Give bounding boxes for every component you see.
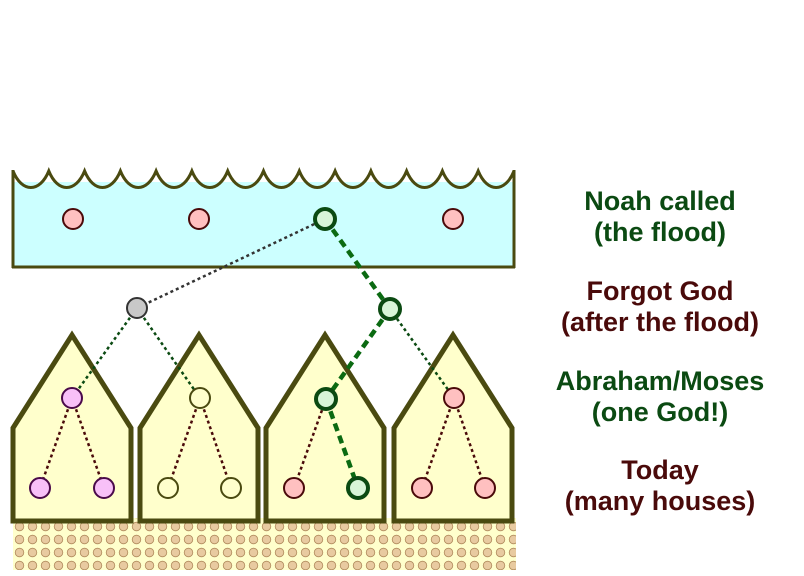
wavy-water-icon	[11, 167, 516, 189]
label-abraham-line1: Abraham/Moses	[555, 366, 765, 396]
house-icon	[137, 330, 261, 524]
connector-green-green	[324, 307, 392, 401]
house-icon	[391, 330, 515, 524]
connector-gray-magenta	[70, 307, 139, 399]
dotted-ground-icon	[13, 518, 516, 570]
ground	[13, 518, 516, 570]
node-forgot-gray	[126, 297, 148, 319]
node-abraham-4	[443, 387, 465, 409]
node-flood-2	[188, 208, 210, 230]
connectors	[38, 217, 487, 489]
connector-h2-left	[166, 397, 202, 489]
connector-h1-right	[70, 397, 106, 489]
connector-h4-left	[420, 397, 456, 489]
connector-h2-right	[198, 397, 233, 489]
connector-h4-right	[452, 397, 487, 489]
connector-h1-left	[38, 397, 74, 489]
connector-gray-olive	[135, 307, 202, 399]
label-abraham-line2: (one God!)	[591, 397, 729, 427]
node-today-2	[93, 477, 115, 499]
label-noah-line2: (the flood)	[594, 217, 726, 247]
node-flood-4	[442, 208, 464, 230]
node-flood-noah	[313, 207, 337, 231]
node-today-6	[346, 476, 370, 500]
connector-h3-right	[323, 398, 361, 489]
label-forgot-line1: Forgot God	[586, 276, 734, 306]
node-today-5	[283, 477, 305, 499]
node-today-8	[474, 477, 496, 499]
connector-h3-left	[292, 398, 328, 489]
connector-noah-forgot-right	[323, 217, 392, 311]
label-today-line1: Today	[621, 455, 699, 485]
flood-water	[11, 167, 516, 269]
nodes	[29, 207, 496, 500]
connector-noah-forgot-left	[136, 217, 326, 310]
label-today: Today (many houses)	[530, 455, 790, 517]
label-noah-line1: Noah called	[584, 186, 736, 216]
label-today-line2: (many houses)	[564, 486, 756, 516]
connector-green-pink	[388, 308, 456, 399]
node-today-7	[411, 477, 433, 499]
node-today-1	[29, 477, 51, 499]
house-icon	[10, 330, 134, 524]
label-abraham: Abraham/Moses (one God!)	[530, 366, 790, 428]
houses	[10, 330, 515, 524]
node-abraham-3	[314, 387, 338, 411]
node-abraham-2	[189, 387, 211, 409]
node-today-4	[220, 477, 242, 499]
node-today-3	[157, 477, 179, 499]
node-forgot-green	[378, 297, 402, 321]
label-forgot-line2: (after the flood)	[561, 307, 759, 337]
node-abraham-1	[61, 387, 83, 409]
label-noah: Noah called (the flood)	[530, 186, 790, 248]
label-forgot: Forgot God (after the flood)	[530, 276, 790, 338]
node-flood-1	[62, 208, 84, 230]
